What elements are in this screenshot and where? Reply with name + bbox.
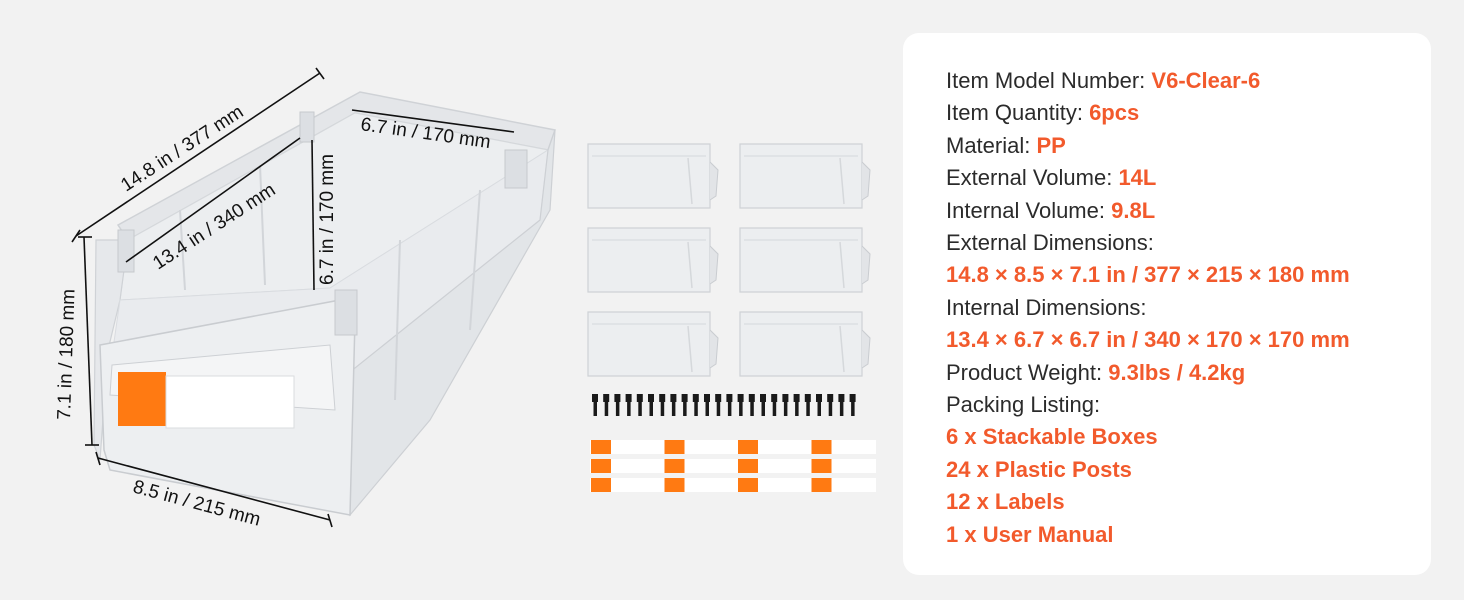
plastic-post [760, 394, 766, 416]
plastic-post [648, 394, 654, 416]
package-bin [587, 227, 719, 293]
spec-external-dimensions-label: External Dimensions: [946, 230, 1154, 256]
plastic-post [827, 394, 834, 416]
packing-item: 24 x Plastic Posts [946, 456, 1132, 482]
plastic-post [804, 394, 811, 416]
spec-internal-volume: Internal Volume: 9.8L [946, 197, 1156, 223]
label-sticker [738, 478, 758, 492]
plastic-post [659, 394, 666, 416]
packing-item: 6 x Stackable Boxes [946, 424, 1158, 450]
spec-material: Material: PP [946, 132, 1066, 158]
plastic-post [715, 394, 722, 416]
spec-card: Item Model Number: V6-Clear-6 Item Quant… [903, 33, 1431, 575]
plastic-post [771, 394, 778, 416]
spec-internal-dimensions-label: Internal Dimensions: [946, 294, 1147, 320]
plastic-post [603, 394, 610, 416]
label-sticker [811, 459, 832, 473]
spec-quantity: Item Quantity: 6pcs [946, 100, 1140, 126]
product-illustration: 14.8 in / 377 mm 7.1 in / 180 mm 8.5 in … [54, 67, 876, 531]
plastic-post [737, 394, 744, 416]
package-bin [739, 311, 871, 377]
plastic-post [592, 394, 598, 416]
spec-model: Item Model Number: V6-Clear-6 [946, 68, 1261, 93]
label-sticker [811, 440, 832, 454]
label-sticker [664, 478, 685, 492]
spec-packing-label: Packing Listing: [946, 392, 1101, 418]
label-sticker [738, 440, 758, 454]
label-sticker [738, 459, 758, 473]
plastic-post [849, 394, 856, 416]
plastic-post [614, 394, 621, 416]
spec-internal-dimensions-value: 13.4 × 6.7 × 6.7 in / 340 × 170 × 170 mm [946, 327, 1350, 353]
label-strip [590, 478, 876, 492]
label-sticker [591, 459, 611, 473]
package-bin [739, 143, 871, 209]
bin-diagram [93, 91, 556, 517]
packing-item: 12 x Labels [946, 489, 1065, 515]
package-bin [587, 143, 719, 209]
plastic-post [704, 394, 710, 416]
plastic-post [681, 394, 688, 416]
plastic-post [726, 394, 733, 416]
plastic-post [748, 394, 755, 416]
spec-external-dimensions-value: 14.8 × 8.5 × 7.1 in / 377 × 215 × 180 mm [946, 262, 1350, 288]
package-bin [587, 311, 719, 377]
spec-external-volume: External Volume: 14L [946, 165, 1157, 191]
height-label: 7.1 in / 180 mm [54, 289, 80, 421]
label-sticker [664, 459, 685, 473]
label-sticker [591, 440, 611, 454]
label-sticker [811, 478, 832, 492]
package-posts [592, 394, 856, 416]
package-labels [590, 440, 876, 492]
label-strip [590, 440, 876, 454]
dimension-lines [71, 67, 515, 528]
plastic-post [636, 394, 643, 416]
plastic-post [838, 394, 845, 416]
label-strip [590, 459, 876, 473]
plastic-post [692, 394, 699, 416]
plastic-post [670, 394, 677, 416]
label-sticker [591, 478, 611, 492]
plastic-post [793, 394, 800, 416]
spec-weight: Product Weight: 9.3lbs / 4.2kg [946, 359, 1246, 385]
label-orange [118, 372, 166, 426]
label-sticker [664, 440, 685, 454]
plastic-post [816, 394, 822, 416]
package-bin [739, 227, 871, 293]
package-bins [587, 143, 871, 377]
packing-item: 1 x User Manual [946, 521, 1114, 547]
inner-height-label: 6.7 in / 170 mm [317, 154, 338, 285]
plastic-post [782, 394, 789, 416]
plastic-post [625, 394, 632, 416]
